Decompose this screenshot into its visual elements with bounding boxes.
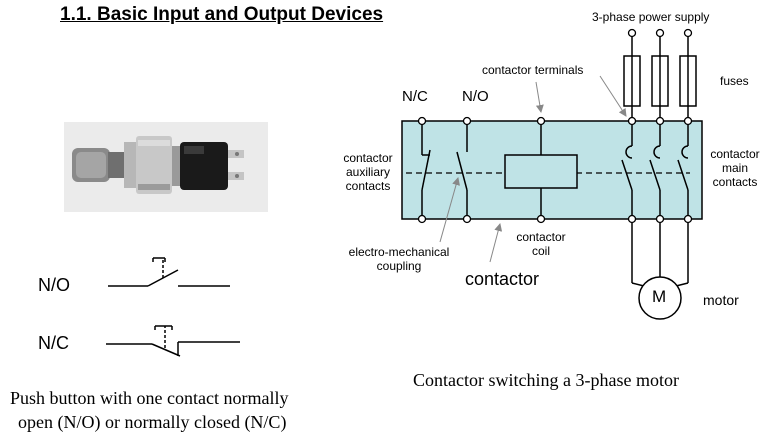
aux-contacts-label: contactor auxiliary contacts	[343, 151, 393, 193]
power-supply-terminals	[627, 28, 693, 38]
power-supply-lines	[623, 36, 697, 117]
contactor-coil-symbol	[504, 125, 578, 218]
power-supply-label: 3-phase power supply	[592, 10, 710, 24]
motor-label: motor	[703, 292, 739, 308]
nc-top-label: N/C	[402, 88, 428, 105]
terminals-bottom	[417, 214, 693, 224]
no-contact-symbol	[108, 257, 230, 287]
aux-nc-contact	[421, 125, 431, 218]
page-title: 1.1. Basic Input and Output Devices	[60, 4, 384, 25]
contactor-caption: Contactor switching a 3-phase motor	[413, 370, 679, 390]
main-contacts-label: contactor main contacts	[710, 147, 760, 189]
coupling-label: electro-mechanical coupling	[348, 245, 450, 273]
nc-contact-symbol	[106, 325, 240, 357]
terminals-top	[417, 116, 693, 126]
caption-line-2: open (N/O) or normally closed (N/C)	[18, 412, 287, 432]
contactor-terminals-label: contactor terminals	[482, 63, 584, 77]
coil-label: contactor coil	[516, 230, 566, 258]
main-contacts	[621, 125, 689, 218]
aux-no-contact	[456, 125, 468, 218]
push-button-image	[64, 122, 268, 212]
no-top-label: N/O	[462, 88, 489, 105]
contactor-label: contactor	[465, 269, 540, 289]
push-button-photo	[64, 122, 268, 212]
no-label: N/O	[38, 275, 71, 295]
fuses-label: fuses	[720, 74, 749, 88]
motor-symbol	[638, 276, 682, 320]
caption-line-1: Push button with one contact normally	[10, 388, 289, 408]
annotation-arrows	[439, 75, 627, 263]
motor-symbol-label: M	[652, 287, 667, 306]
nc-label: N/C	[38, 333, 69, 353]
